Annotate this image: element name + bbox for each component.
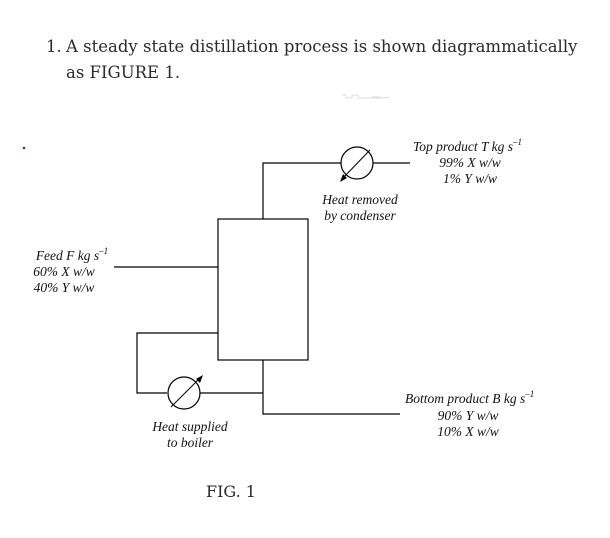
feed-x: 60% X w/w xyxy=(33,264,95,279)
faint-artifact xyxy=(342,94,391,99)
blue-dot xyxy=(22,146,26,150)
question: 1. A steady state distillation process i… xyxy=(46,34,586,86)
top-product-label: Top product T kg s–1 xyxy=(413,137,522,154)
condenser-label-1: Heat removed xyxy=(321,192,398,207)
question-text: A steady state distillation process is s… xyxy=(66,37,578,82)
question-number: 1. xyxy=(46,37,62,56)
top-vapour-line xyxy=(262,162,341,219)
boiler-label-1: Heat supplied xyxy=(151,419,228,434)
distillation-column xyxy=(217,218,309,361)
condenser xyxy=(340,146,374,182)
top-product-x: 99% X w/w xyxy=(439,155,501,170)
condenser-label-2: by condenser xyxy=(324,208,396,223)
bottom-product-line xyxy=(262,360,400,415)
boiler xyxy=(167,375,203,410)
boiler-label-2: to boiler xyxy=(167,435,214,450)
bottom-product-y: 90% Y w/w xyxy=(438,408,499,423)
top-product-y: 1% Y w/w xyxy=(443,171,497,186)
reboiler-loop-line xyxy=(136,332,218,394)
feed-y: 40% Y w/w xyxy=(34,280,95,295)
bottom-product-x: 10% X w/w xyxy=(437,424,499,439)
feed-label: Feed F kg s–1 xyxy=(35,246,108,263)
bottom-product-label: Bottom product B kg s–1 xyxy=(405,389,534,406)
figure-caption: FIG. 1 xyxy=(206,482,256,501)
